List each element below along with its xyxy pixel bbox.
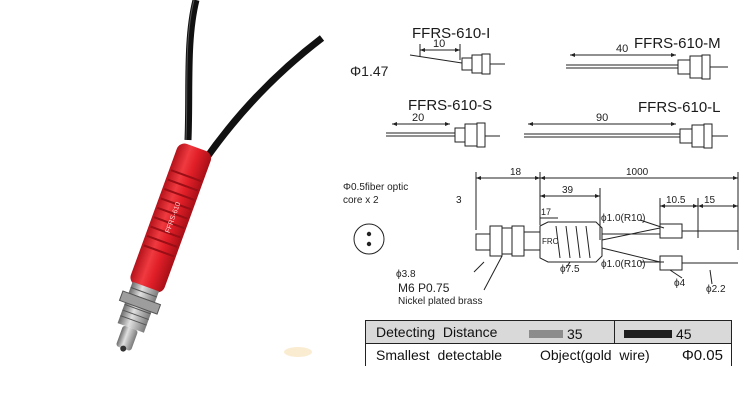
light-bar-swatch bbox=[529, 330, 563, 338]
dim-phi1-bottom: ϕ1.0(R10) bbox=[601, 259, 646, 270]
model-label-s: FFRS-610-S bbox=[408, 97, 492, 114]
fiber-ferrule-bottom bbox=[659, 255, 683, 271]
protective-sleeve-outline bbox=[539, 221, 603, 263]
model-label-m: FFRS-610-M bbox=[634, 35, 721, 52]
dim-39: 39 bbox=[562, 185, 574, 196]
thread-spec: M6 P0.75 bbox=[398, 281, 450, 295]
threaded-body bbox=[489, 225, 503, 257]
dim-phi3-8: ϕ3.8 bbox=[396, 269, 416, 280]
fiber-ferrule-top bbox=[659, 223, 683, 239]
fiber-cable-right bbox=[202, 35, 325, 163]
core-cross-section bbox=[353, 223, 385, 255]
dimension-drawing: FFRS-610-I 10 Φ1.47 FFRS-610-M 40 FFRS-6… bbox=[343, 25, 739, 307]
value-dark: 45 bbox=[676, 326, 692, 342]
dim-phi7-5: ϕ7.5 bbox=[560, 264, 580, 275]
value-light: 35 bbox=[567, 326, 583, 342]
legend-light: 35 bbox=[529, 326, 583, 342]
material-note: Nickel plated brass bbox=[398, 296, 482, 307]
dim-phi1-top: ϕ1.0(R10) bbox=[601, 213, 646, 224]
hex-nut bbox=[118, 290, 162, 315]
product-photo: FFRS-610 bbox=[116, 0, 325, 357]
object-label: Object(gold wire) bbox=[540, 347, 650, 363]
spec-table: Detecting Distance 35 45 Smallest detect… bbox=[365, 320, 732, 366]
core-note-line2: core x 2 bbox=[343, 195, 379, 206]
detecting-distance-label: Detecting Distance bbox=[376, 324, 498, 340]
dim-l-length: 90 bbox=[596, 112, 608, 124]
core-note-line1: Φ0.5fiber optic bbox=[343, 182, 408, 193]
dim-phi2-2: ϕ2.2 bbox=[706, 284, 726, 295]
legend-dark: 45 bbox=[624, 326, 692, 342]
smallest-detectable-label: Smallest detectable bbox=[376, 347, 503, 363]
dim-17: 17 bbox=[541, 207, 551, 217]
red-protective-sleeve bbox=[130, 143, 212, 293]
smallest-detectable-row: Smallest detectable Object(gold wire) Φ0… bbox=[366, 344, 731, 366]
model-label-l: FFRS-610-L bbox=[638, 99, 721, 116]
model-label-i: FFRS-610-I bbox=[412, 25, 490, 42]
fiber-cable-left bbox=[184, 0, 200, 141]
smallest-value: Φ0.05 bbox=[681, 346, 723, 364]
dim-1000: 1000 bbox=[626, 167, 649, 178]
sensor-head-tip bbox=[475, 233, 491, 251]
dim-3: 3 bbox=[456, 195, 462, 206]
table-separator bbox=[614, 321, 615, 343]
dim-15: 15 bbox=[704, 195, 716, 206]
dark-bar-swatch bbox=[624, 330, 672, 338]
dim-s-length: 20 bbox=[412, 112, 424, 124]
dim-m-length: 40 bbox=[616, 43, 628, 55]
detecting-distance-row: Detecting Distance 35 45 bbox=[366, 321, 731, 344]
sensor-tip bbox=[116, 326, 138, 351]
dim-phi4: ϕ4 bbox=[674, 278, 686, 289]
dim-10-5: 10.5 bbox=[666, 195, 686, 206]
dim-i-length: 10 bbox=[433, 38, 445, 50]
dim-i-diameter: Φ1.47 bbox=[350, 63, 389, 79]
dim-18: 18 bbox=[510, 167, 522, 178]
sleeve-mark: FRC bbox=[542, 237, 559, 246]
